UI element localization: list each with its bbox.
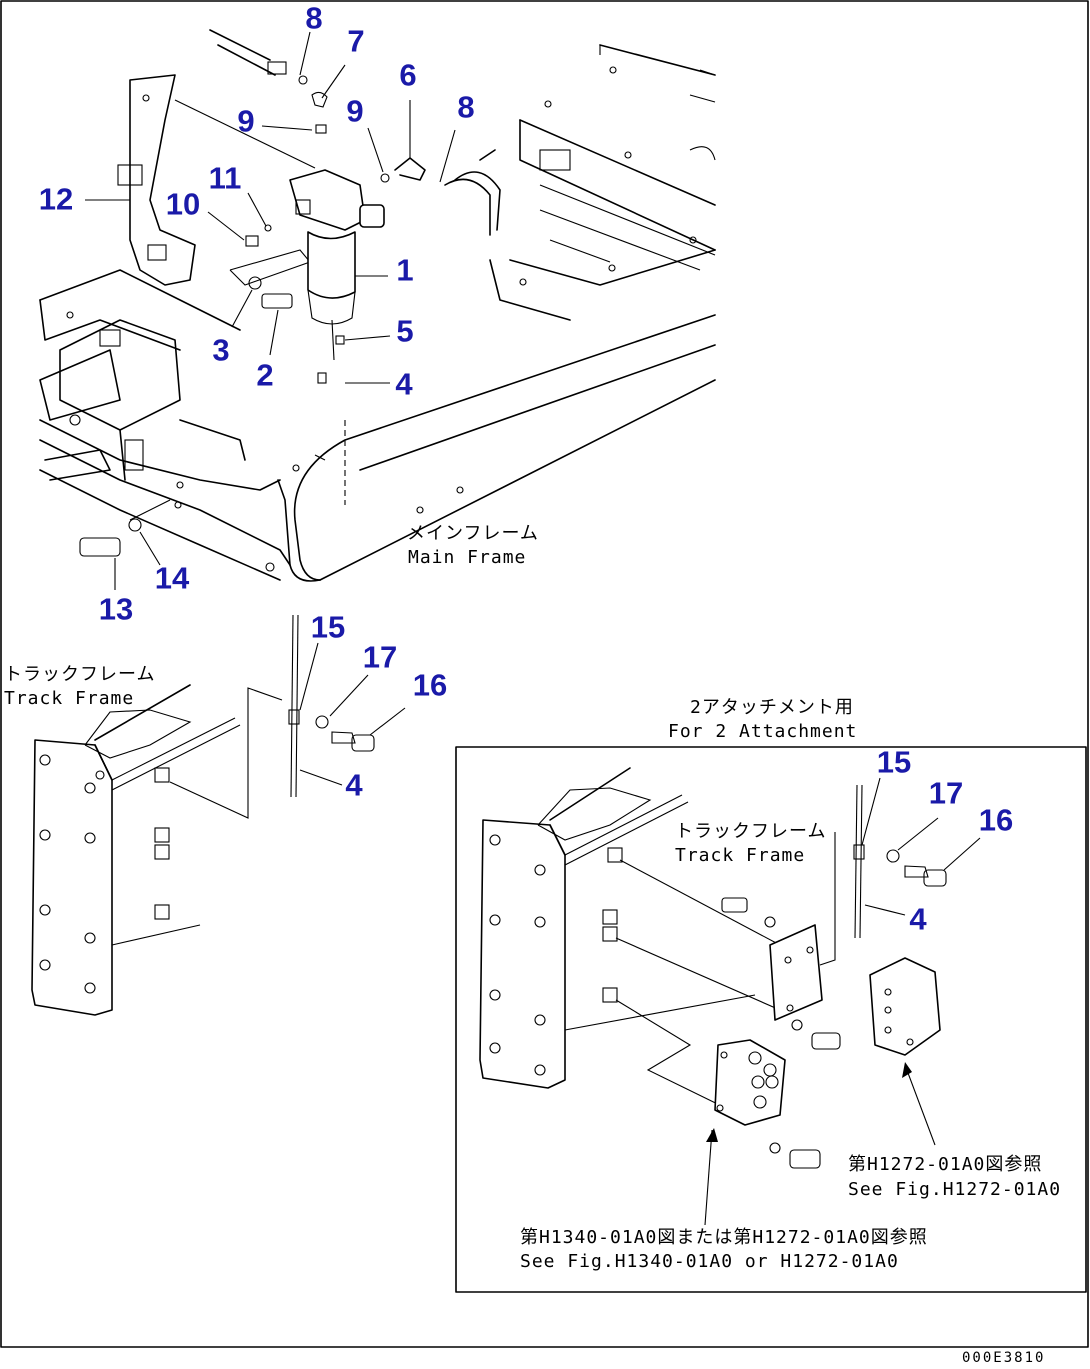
reference-label-jp: 第H1272-01A0図参照	[848, 1154, 1043, 1175]
leader-lines	[85, 31, 456, 590]
callout-9: 9	[237, 103, 255, 139]
callout-9: 9	[346, 93, 364, 129]
callout-4: 4	[395, 366, 413, 402]
reference-label-en: See Fig.H1272-01A0	[848, 1179, 1062, 1200]
callout-16: 16	[412, 667, 448, 703]
track-frame-label-en: Track Frame	[4, 688, 135, 709]
inset-drawing	[455, 746, 1087, 1293]
reference-bottom-label-jp: 第H1340-01A0図または第H1272-01A0図参照	[520, 1227, 928, 1248]
reference-bottom-label-en: See Fig.H1340-01A0 or H1272-01A0	[520, 1251, 899, 1272]
callout-7: 7	[347, 23, 365, 59]
callout-15: 15	[310, 609, 346, 645]
callout-10: 10	[165, 186, 201, 222]
attachment-label-jp: 2アタッチメント用	[690, 697, 854, 718]
main-frame-label-en: Main Frame	[408, 547, 527, 568]
callout-1: 1	[396, 252, 414, 288]
callout-4: 4	[909, 901, 927, 937]
callout-4: 4	[345, 767, 363, 803]
callout-11: 11	[208, 160, 242, 196]
callout-15: 15	[876, 744, 912, 780]
inset-track-frame-label-jp: トラックフレーム	[675, 821, 827, 842]
figure-code: 000E3810	[962, 1350, 1046, 1366]
callout-3: 3	[212, 332, 230, 368]
callout-17: 17	[362, 639, 398, 675]
callout-8: 8	[305, 0, 323, 36]
callout-2: 2	[256, 357, 274, 393]
callout-17: 17	[928, 775, 964, 811]
main-frame-label-jp: メインフレーム	[407, 523, 539, 544]
callout-16: 16	[978, 802, 1014, 838]
callout-5: 5	[396, 313, 414, 349]
track-frame-label-jp: トラックフレーム	[4, 664, 156, 685]
callout-13: 13	[98, 591, 134, 627]
left-track-frame-drawing	[31, 614, 406, 1016]
callout-6: 6	[399, 57, 417, 93]
callout-12: 12	[38, 181, 74, 217]
callout-14: 14	[154, 560, 190, 596]
inset-track-frame-label-en: Track Frame	[675, 845, 806, 866]
callout-8: 8	[457, 89, 475, 125]
attachment-label-en: For 2 Attachment	[668, 721, 858, 742]
main-frame-drawing	[39, 29, 716, 582]
